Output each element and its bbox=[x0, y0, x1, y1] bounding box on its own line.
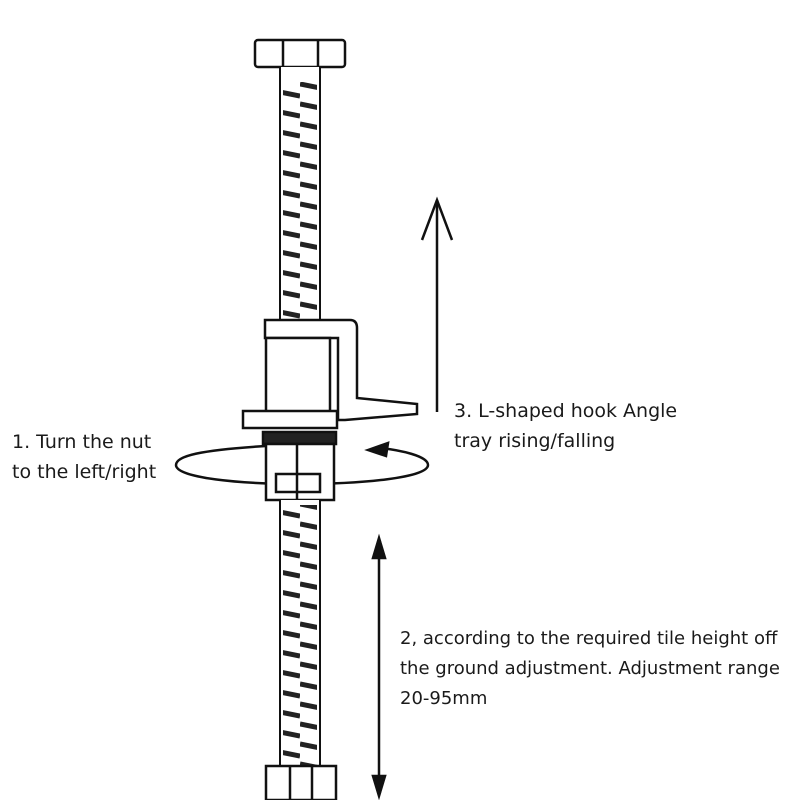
upper-threaded-rod bbox=[279, 67, 321, 322]
hex-nut bbox=[261, 430, 338, 502]
step2-line1: 2, according to the required tile height… bbox=[400, 628, 778, 649]
up-arrow bbox=[420, 196, 454, 412]
bottom-nut bbox=[264, 764, 338, 800]
lower-threaded-rod bbox=[279, 500, 321, 768]
step3-line2: tray rising/falling bbox=[454, 430, 616, 452]
step2-line2: the ground adjustment. Adjustment range bbox=[400, 658, 780, 679]
l-shaped-hook bbox=[263, 318, 419, 422]
step3-line1: 3. L-shaped hook Angle bbox=[454, 400, 678, 422]
step1-label: 1. Turn the nut to the left/right bbox=[12, 427, 156, 487]
step1-line1: 1. Turn the nut bbox=[12, 431, 152, 453]
height-range-arrow bbox=[371, 533, 387, 800]
step1-line2: to the left/right bbox=[12, 461, 157, 483]
bolt-head bbox=[253, 38, 347, 69]
washer-plate bbox=[241, 409, 339, 430]
step2-line3: 20-95mm bbox=[400, 688, 488, 709]
step3-label: 3. L-shaped hook Angle tray rising/falli… bbox=[454, 396, 677, 456]
step2-label: 2, according to the required tile height… bbox=[400, 624, 780, 714]
